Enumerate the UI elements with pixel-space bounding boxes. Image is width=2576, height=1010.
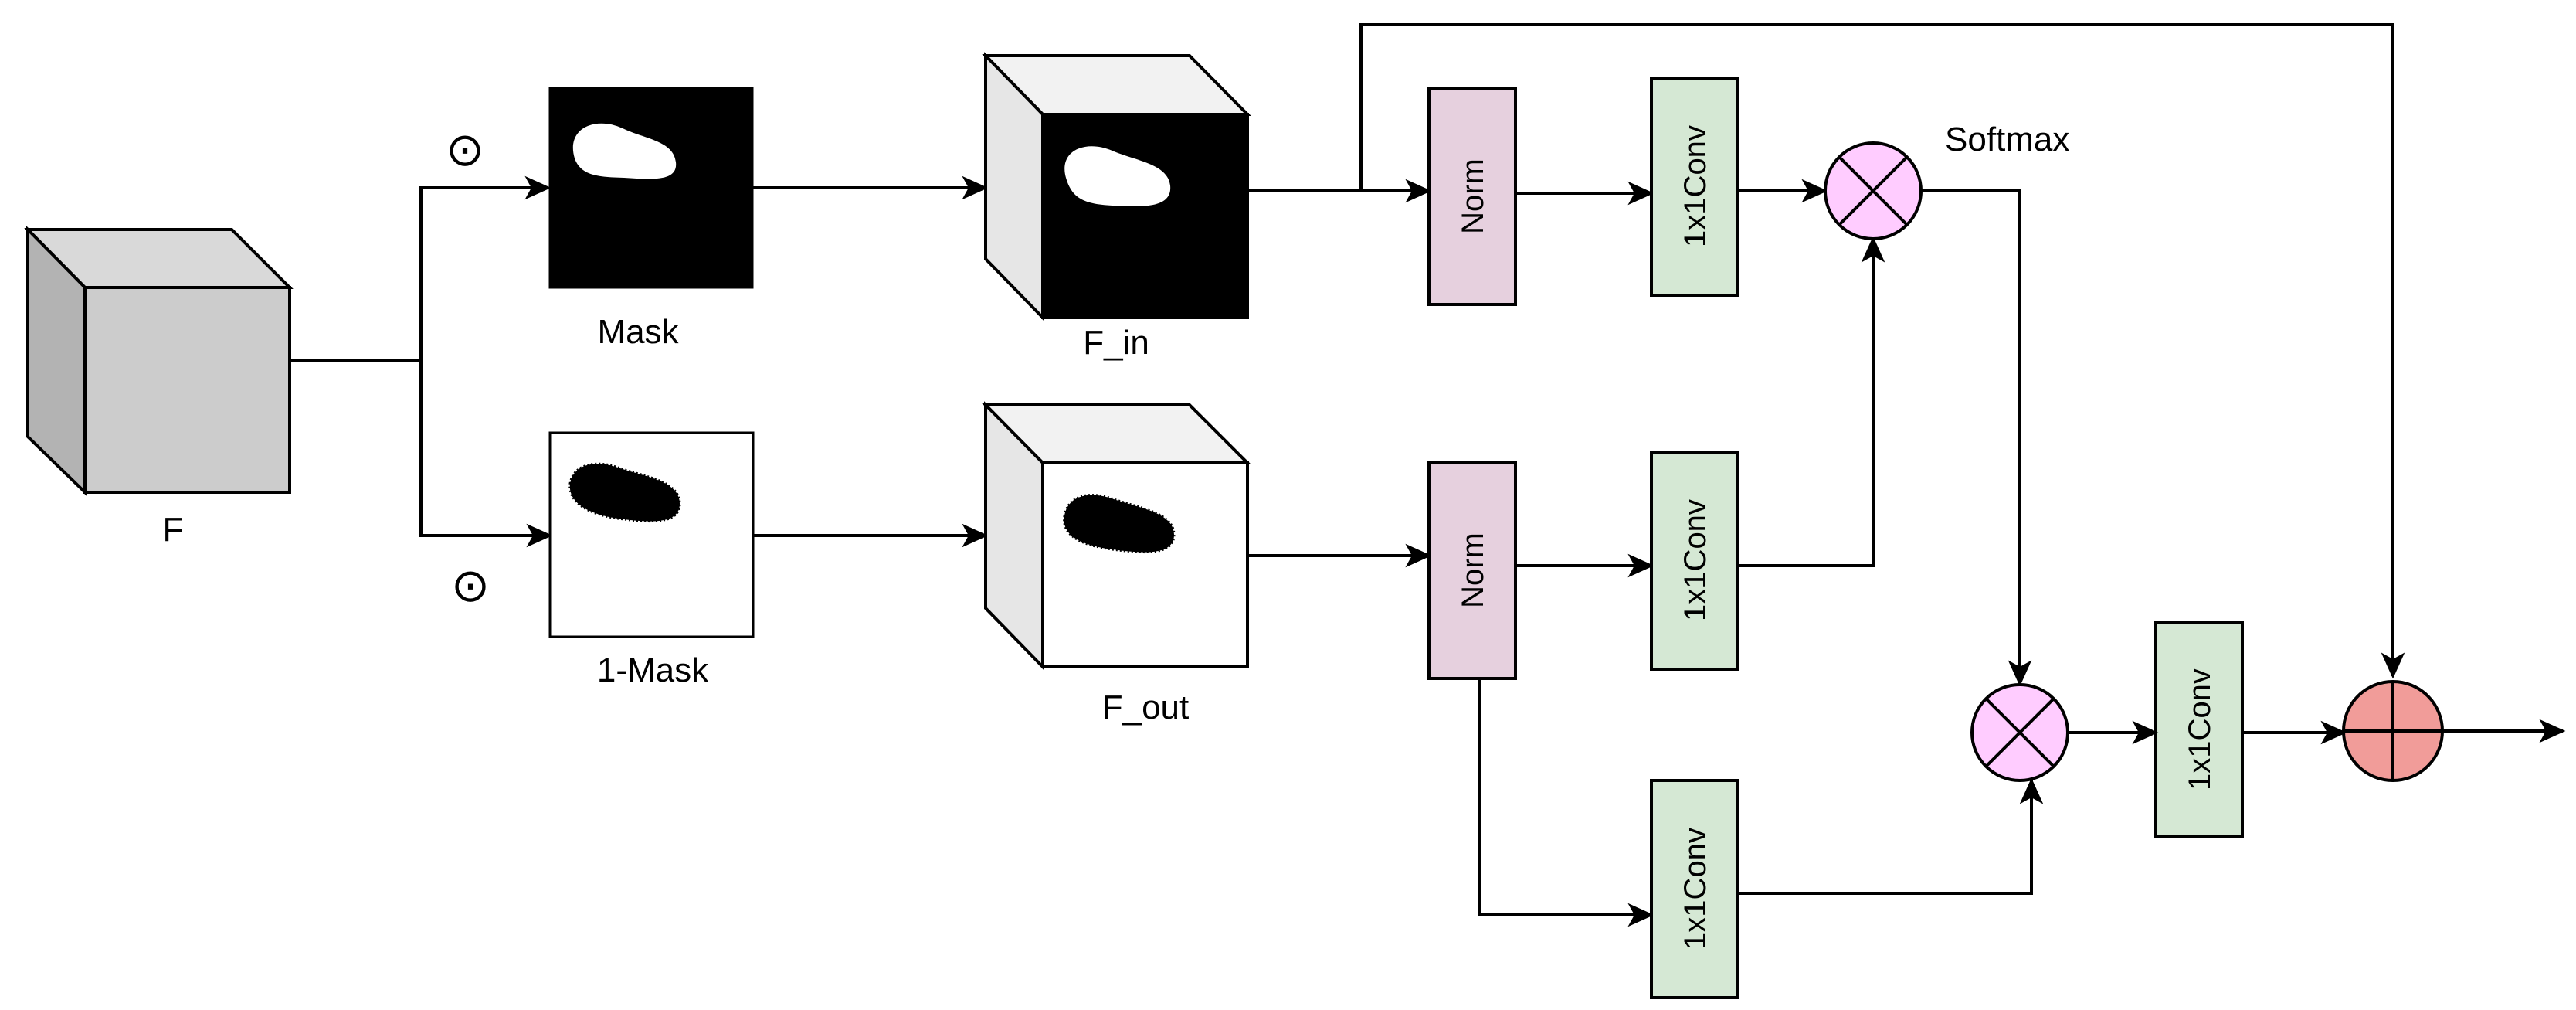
value-multiply-node <box>1970 683 2069 782</box>
norm-block-bottom-box <box>1427 461 1517 680</box>
edge-to-inverse-mask <box>419 361 553 548</box>
conv-block-2-label: 1x1Conv <box>1678 499 1712 621</box>
fin-mask-blob <box>1064 146 1171 206</box>
softmax-label: Softmax <box>1945 121 2069 158</box>
bottom-hadamard-symbol: ⊙ <box>451 559 490 611</box>
norm-block-top: Norm <box>1427 87 1517 306</box>
fout-label: F_out <box>1102 689 1190 726</box>
norm-block-top-box <box>1427 87 1517 306</box>
conv-block-1-label: 1x1Conv <box>1678 125 1712 247</box>
mask-blob <box>572 123 677 179</box>
feature-out-cube <box>982 401 1251 671</box>
conv-block-4-box <box>2154 621 2244 838</box>
edge-norm-bottom-to-conv3 <box>1478 678 1655 927</box>
inverse-mask-image <box>548 431 755 638</box>
fout-mask-blob <box>1063 494 1176 554</box>
feature-in-cube <box>982 52 1251 321</box>
edge-conv3-to-multiply <box>1738 777 2044 895</box>
norm-block-bottom: Norm <box>1427 461 1517 680</box>
fin-cube-front-face <box>1041 113 1249 319</box>
input-label: F <box>163 511 184 549</box>
conv-block-3: 1x1Conv <box>1650 779 1739 999</box>
top-hadamard-symbol: ⊙ <box>446 124 484 175</box>
norm-block-bottom-label: Norm <box>1456 532 1490 608</box>
conv-block-2-box <box>1650 451 1739 671</box>
edge-to-mask <box>419 175 552 361</box>
conv-block-3-label: 1x1Conv <box>1678 828 1712 950</box>
conv-block-4: 1x1Conv <box>2154 621 2244 838</box>
edge-softmax-to-multiply <box>1922 189 2032 687</box>
edge-conv2-to-softmax-multiply <box>1738 236 1885 567</box>
conv-block-1: 1x1Conv <box>1650 77 1739 297</box>
residual-skip-edge <box>1359 23 2405 679</box>
inverse-mask-label: 1-Mask <box>597 651 709 689</box>
conv-block-1-box <box>1650 77 1739 297</box>
fout-cube-front-face <box>1041 461 1249 668</box>
norm-block-top-label: Norm <box>1456 158 1490 234</box>
conv-block-2: 1x1Conv <box>1650 451 1739 671</box>
inverse-mask-blob <box>568 462 681 523</box>
softmax-multiply-node <box>1824 141 1923 240</box>
mask-image <box>548 87 754 289</box>
input-cube-front-face <box>83 286 291 494</box>
residual-add-node <box>2342 680 2444 782</box>
mask-label: Mask <box>597 313 679 351</box>
input-feature-cube <box>24 226 294 496</box>
conv-block-4-label: 1x1Conv <box>2183 668 2217 791</box>
fin-label: F_in <box>1083 324 1149 362</box>
conv-block-3-box <box>1650 779 1739 999</box>
